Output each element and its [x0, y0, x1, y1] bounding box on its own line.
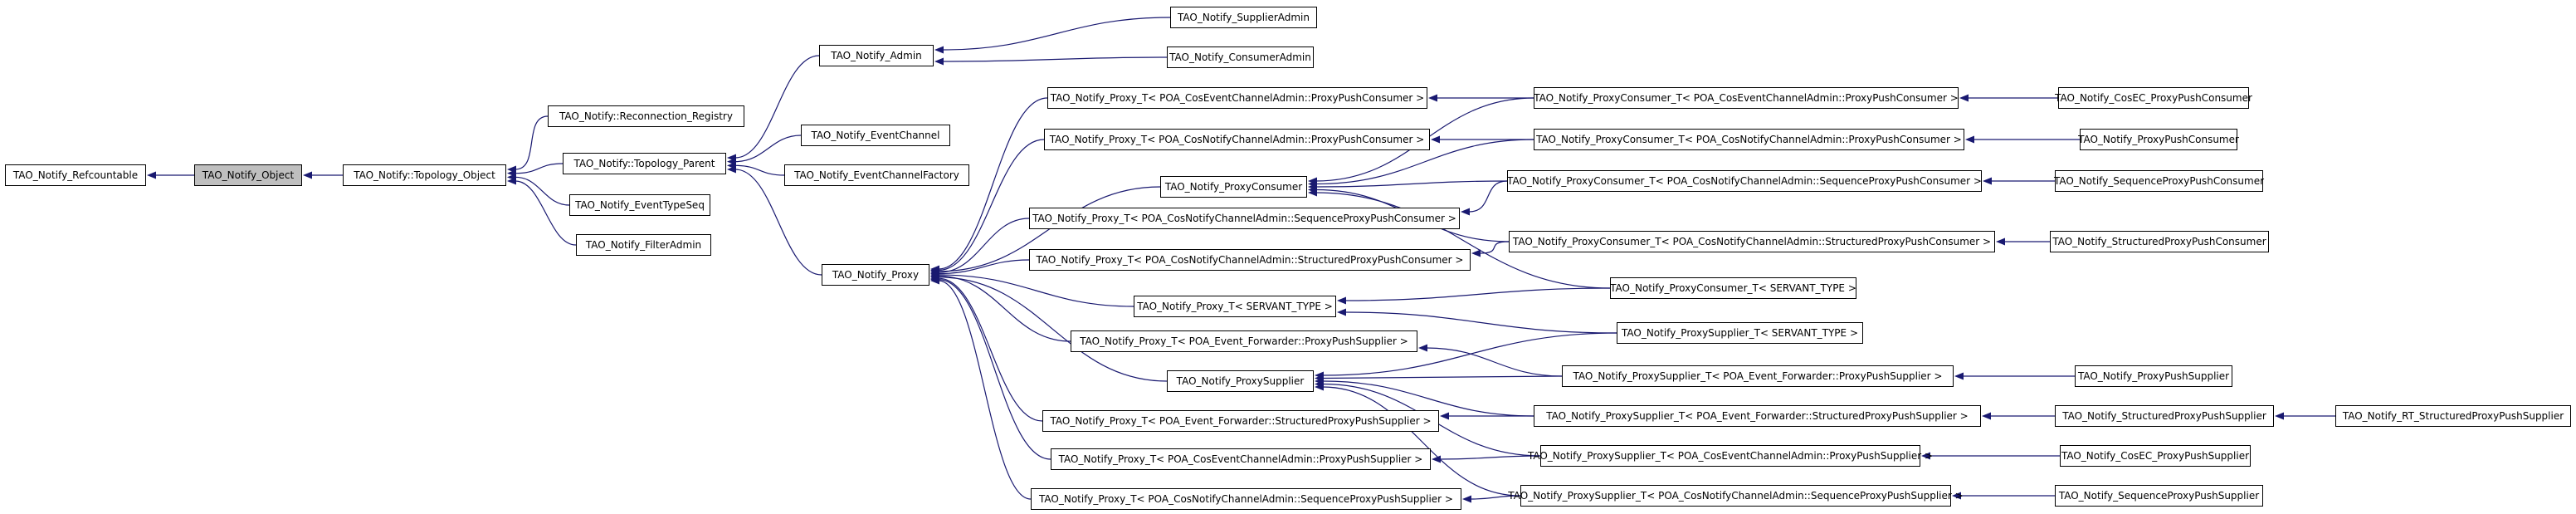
class-node-topology_parent[interactable]: TAO_Notify::Topology_Parent [563, 153, 726, 174]
class-node-f_pc[interactable]: TAO_Notify_ProxyConsumer [1160, 176, 1307, 198]
class-node-e9[interactable]: TAO_Notify_Proxy_T< POA_CosNotifyChannel… [1031, 488, 1461, 510]
class-node-e3[interactable]: TAO_Notify_Proxy_T< POA_CosNotifyChannel… [1029, 208, 1460, 229]
class-node-g2[interactable]: TAO_Notify_ProxyConsumer_T< POA_CosNotif… [1534, 129, 1964, 150]
class-node-consumer_admin[interactable]: TAO_Notify_ConsumerAdmin [1167, 47, 1314, 68]
class-node-filter_admin[interactable]: TAO_Notify_FilterAdmin [576, 234, 711, 256]
class-node-j1[interactable]: TAO_Notify_RT_StructuredProxyPushSupplie… [2335, 405, 2571, 427]
class-node-event_type_seq[interactable]: TAO_Notify_EventTypeSeq [569, 194, 710, 216]
class-node-h1[interactable]: TAO_Notify_ProxySupplier_T< POA_Event_Fo… [1562, 365, 1954, 387]
class-node-e2[interactable]: TAO_Notify_Proxy_T< POA_CosNotifyChannel… [1044, 129, 1430, 150]
class-node-object: TAO_Notify_Object [194, 164, 302, 186]
class-node-e8[interactable]: TAO_Notify_Proxy_T< POA_CosEventChannelA… [1051, 448, 1431, 470]
class-node-e5[interactable]: TAO_Notify_Proxy_T< SERVANT_TYPE > [1134, 296, 1336, 317]
class-node-e6[interactable]: TAO_Notify_Proxy_T< POA_Event_Forwarder:… [1071, 330, 1417, 352]
class-node-i3[interactable]: TAO_Notify_SequenceProxyPushConsumer [2054, 170, 2264, 192]
class-node-i2[interactable]: TAO_Notify_ProxyPushConsumer [2078, 129, 2239, 150]
class-node-h3[interactable]: TAO_Notify_ProxySupplier_T< POA_CosEvent… [1528, 445, 1933, 467]
class-node-i7[interactable]: TAO_Notify_CosEC_ProxyPushSupplier [2060, 445, 2251, 467]
class-node-refcountable[interactable]: TAO_Notify_Refcountable [5, 164, 146, 186]
class-node-i1[interactable]: TAO_Notify_CosEC_ProxyPushConsumer [2055, 87, 2252, 109]
class-node-topology_object[interactable]: TAO_Notify::Topology_Object [343, 164, 506, 186]
class-node-e7[interactable]: TAO_Notify_Proxy_T< POA_Event_Forwarder:… [1042, 410, 1439, 432]
class-node-i5[interactable]: TAO_Notify_ProxyPushSupplier [2075, 365, 2232, 387]
class-node-g1[interactable]: TAO_Notify_ProxyConsumer_T< POA_CosEvent… [1534, 87, 1959, 109]
class-node-event_channel[interactable]: TAO_Notify_EventChannel [801, 125, 950, 146]
class-node-reconnection_registry[interactable]: TAO_Notify::Reconnection_Registry [548, 105, 744, 127]
class-node-i8[interactable]: TAO_Notify_SequenceProxyPushSupplier [2055, 485, 2263, 507]
class-node-g4[interactable]: TAO_Notify_ProxyConsumer_T< POA_CosNotif… [1509, 231, 1995, 252]
class-node-i6[interactable]: TAO_Notify_StructuredProxyPushSupplier [2055, 405, 2274, 427]
class-node-supplier_admin[interactable]: TAO_Notify_SupplierAdmin [1170, 7, 1317, 28]
class-node-proxy[interactable]: TAO_Notify_Proxy [822, 264, 929, 286]
class-node-event_channel_factory[interactable]: TAO_Notify_EventChannelFactory [784, 164, 969, 186]
class-node-e4[interactable]: TAO_Notify_Proxy_T< POA_CosNotifyChannel… [1029, 249, 1471, 271]
class-node-i4[interactable]: TAO_Notify_StructuredProxyPushConsumer [2050, 231, 2269, 252]
class-node-g5[interactable]: TAO_Notify_ProxyConsumer_T< SERVANT_TYPE… [1610, 277, 1856, 299]
class-node-h4[interactable]: TAO_Notify_ProxySupplier_T< POA_CosNotif… [1508, 485, 1964, 507]
class-node-admin[interactable]: TAO_Notify_Admin [819, 45, 934, 66]
class-node-h2[interactable]: TAO_Notify_ProxySupplier_T< POA_Event_Fo… [1534, 405, 1981, 427]
class-node-e1[interactable]: TAO_Notify_Proxy_T< POA_CosEventChannelA… [1047, 87, 1427, 109]
class-node-g3[interactable]: TAO_Notify_ProxyConsumer_T< POA_CosNotif… [1507, 170, 1982, 192]
class-node-h5[interactable]: TAO_Notify_ProxySupplier_T< SERVANT_TYPE… [1617, 322, 1863, 344]
class-node-f_ps[interactable]: TAO_Notify_ProxySupplier [1167, 370, 1314, 392]
